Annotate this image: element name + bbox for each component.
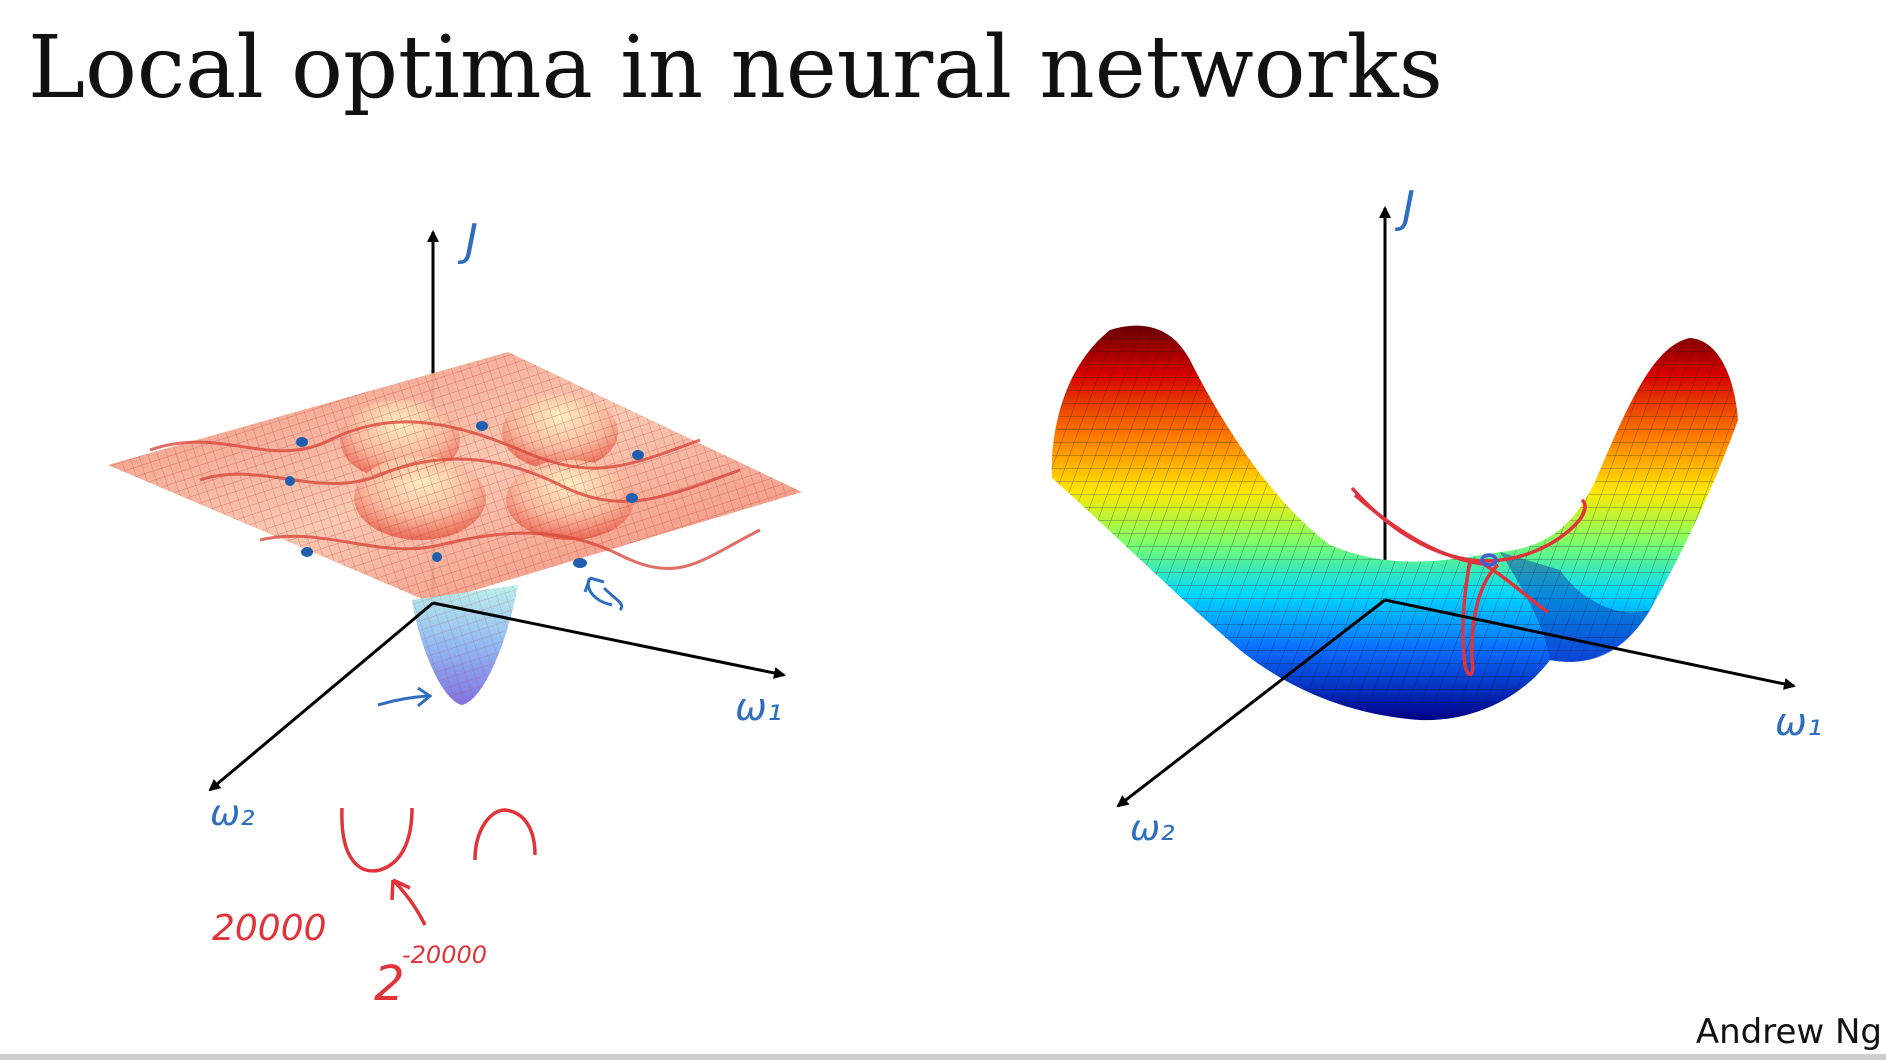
concave-curve-sketch <box>473 808 537 861</box>
convex-curve-sketch <box>340 807 414 873</box>
count-annotation: 20000 <box>212 908 327 949</box>
slide-bottom-border <box>0 1054 1886 1060</box>
arrow-to-local-optimum <box>583 576 613 607</box>
probability-base: 2 <box>374 956 405 1012</box>
left-j-label: J <box>457 215 478 266</box>
left-local-optima-dots <box>285 421 644 568</box>
saddle-point-sketch <box>1350 486 1587 676</box>
probability-exponent: -20000 <box>402 941 487 969</box>
right-w2-label: ω₂ <box>1130 808 1175 849</box>
left-w2-label: ω₂ <box>210 793 255 834</box>
left-w1-axis <box>432 601 786 679</box>
left-w1-label: ω₁ <box>735 685 782 729</box>
right-w2-axis <box>1116 598 1386 808</box>
right-j-label: J <box>1394 182 1415 233</box>
left-w2-axis <box>208 601 434 792</box>
right-saddle-plot: J ω₁ ω₂ <box>1051 182 1822 849</box>
author-credit: Andrew Ng <box>1695 1012 1882 1052</box>
right-w1-axis <box>1384 598 1796 690</box>
right-w1-label: ω₁ <box>1775 700 1822 744</box>
arrow-to-global-minimum <box>377 694 429 707</box>
left-surface-plot: J ω₁ ω₂ 20000 2 -20000 <box>108 215 802 1012</box>
red-arrow <box>390 878 427 926</box>
slide-title: Local optima in neural networks <box>28 18 1443 118</box>
